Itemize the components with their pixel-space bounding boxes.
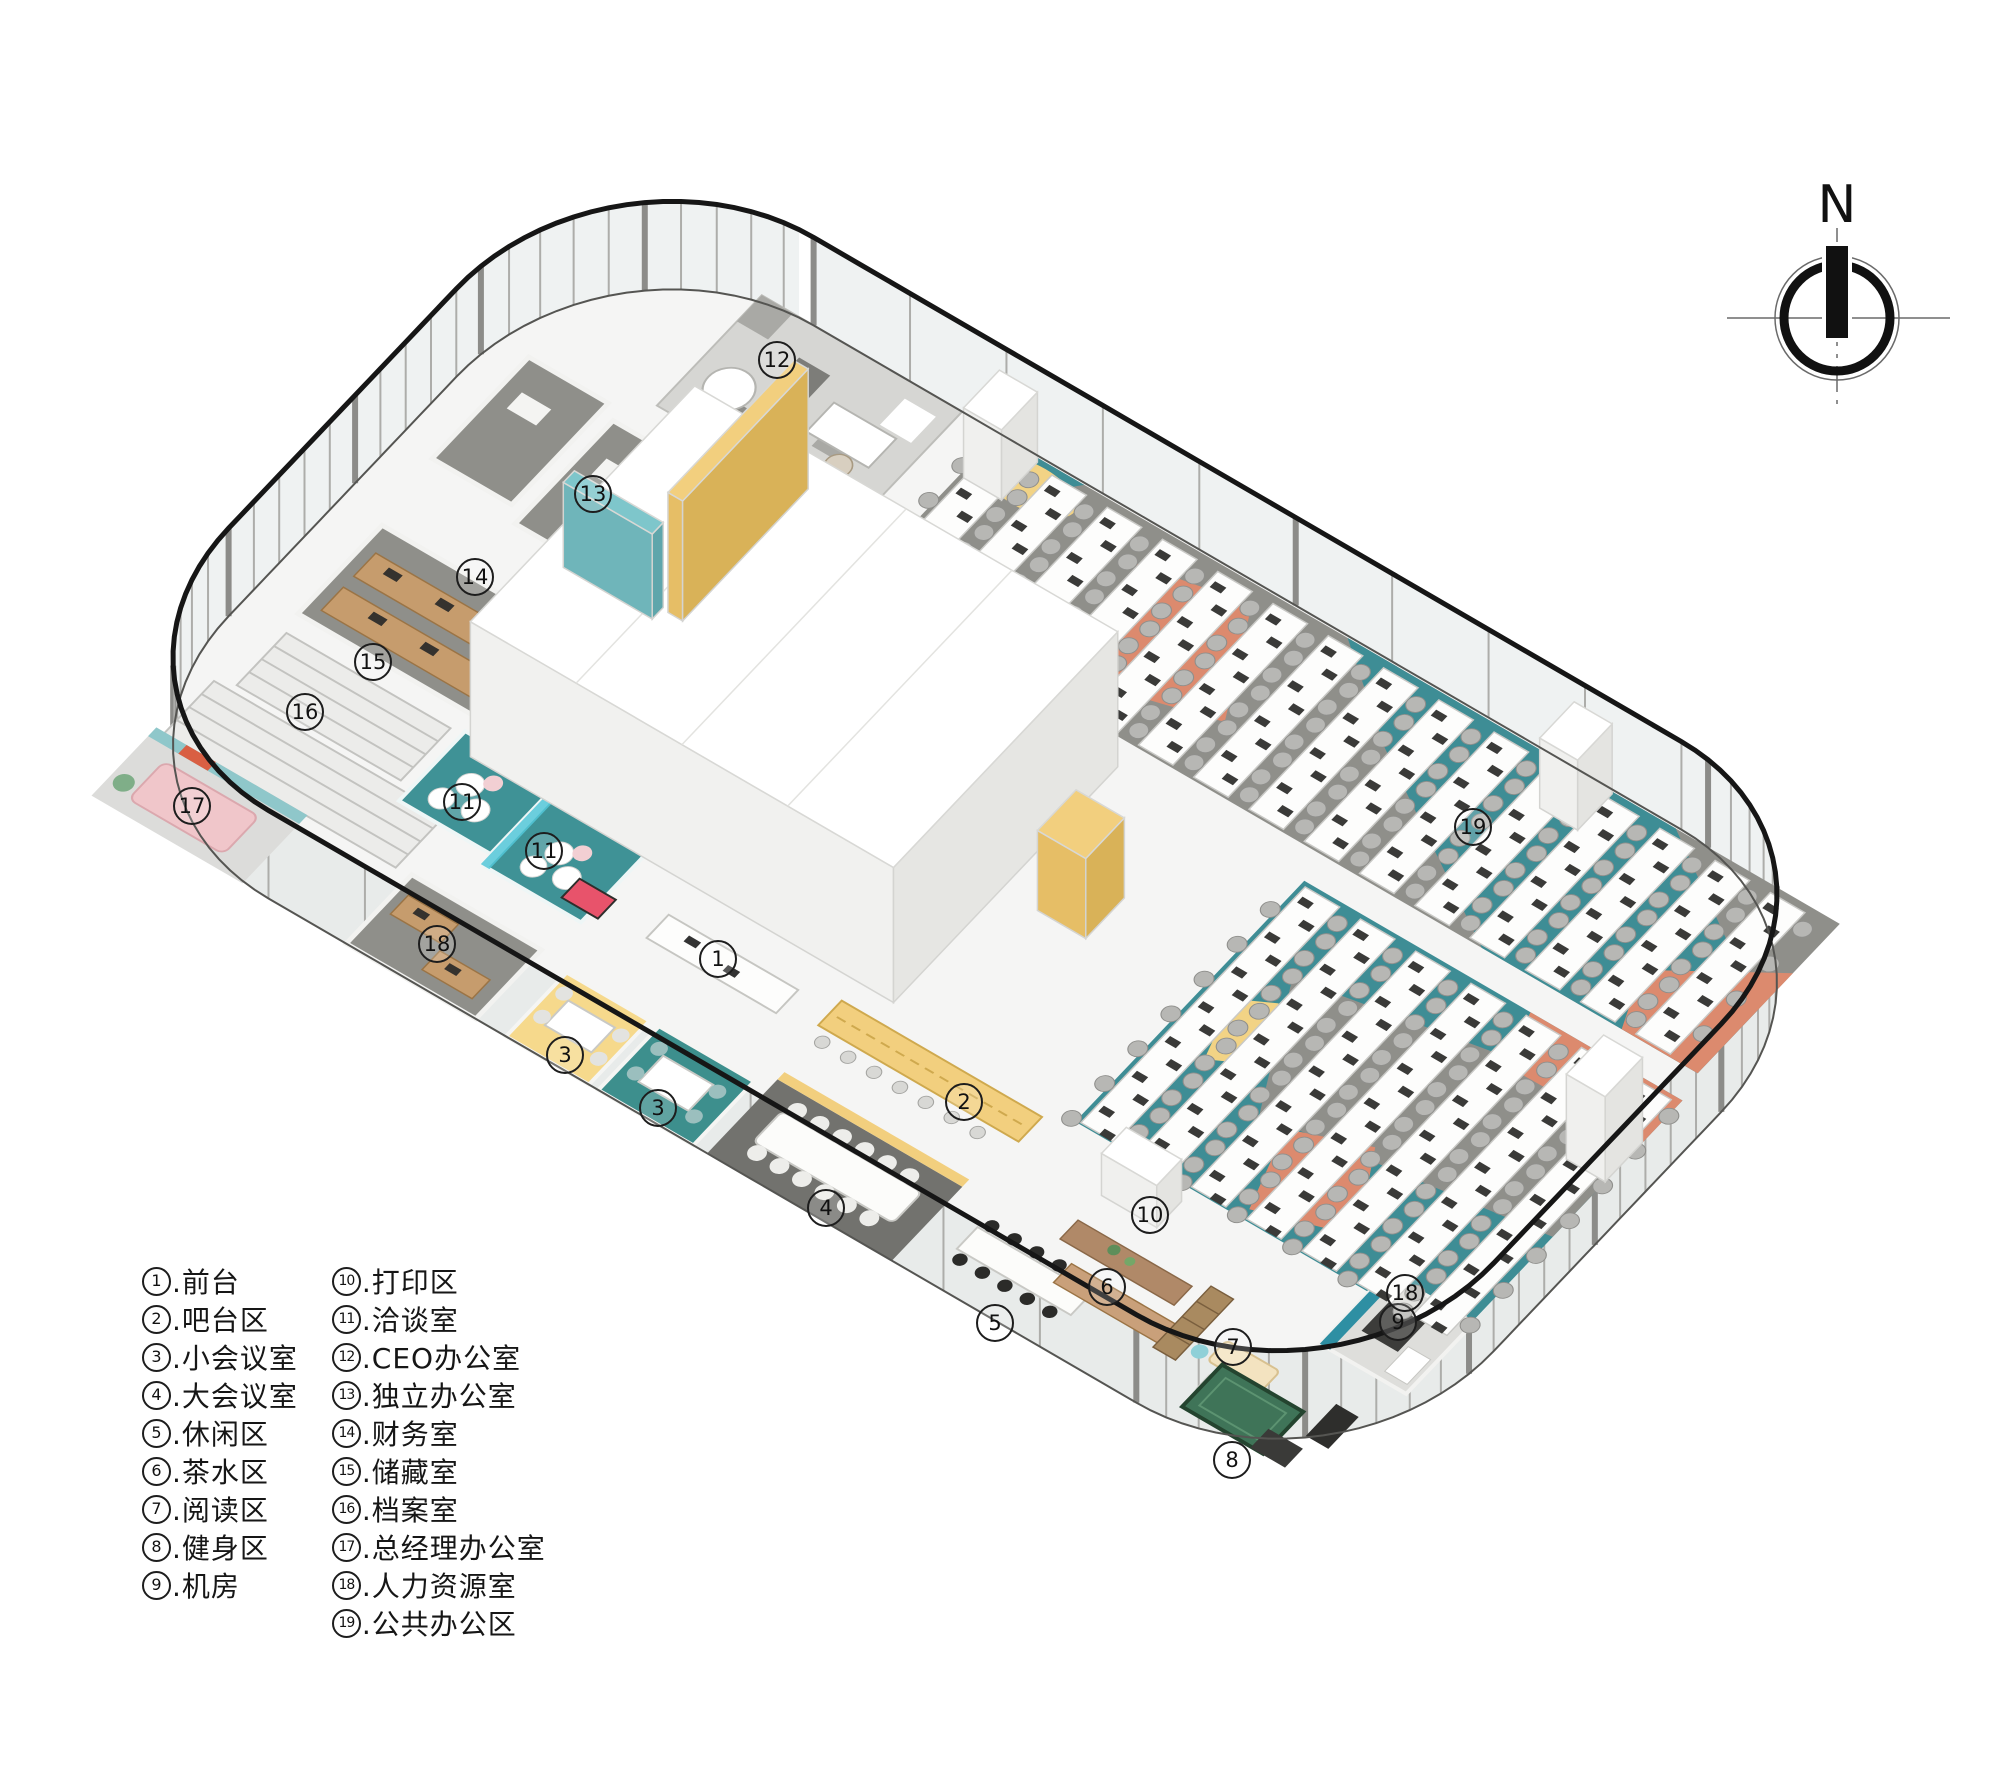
legend-label: .人力资源室	[361, 1570, 517, 1603]
legend-item-8: 8.健身区	[142, 1528, 298, 1566]
legend-label: .吧台区	[172, 1304, 269, 1337]
legend-circled-number: 9	[142, 1570, 171, 1600]
plan-marker-12: 12	[758, 341, 796, 379]
legend-label: .财务室	[361, 1418, 459, 1451]
legend-label: .健身区	[172, 1532, 269, 1565]
legend-circled-number: 16	[331, 1494, 361, 1524]
perimeter-outline	[170, 198, 1780, 1440]
legend-item-7: 7.阅读区	[142, 1490, 298, 1528]
legend-label: .茶水区	[172, 1456, 269, 1489]
plan-marker-18: 18	[1386, 1274, 1424, 1312]
plan-marker-19: 19	[1454, 808, 1492, 846]
legend-item-18: 18.人力资源室	[331, 1566, 546, 1604]
legend-label: .机房	[172, 1570, 240, 1603]
legend-circled-number: 5	[142, 1418, 171, 1448]
plan-marker-1: 1	[699, 940, 737, 978]
legend-item-10: 10.打印区	[331, 1262, 546, 1300]
plan-marker-3: 3	[546, 1036, 584, 1074]
legend-circled-number: 15	[331, 1456, 361, 1486]
plan-marker-17: 17	[173, 787, 211, 825]
legend-circled-number: 18	[331, 1570, 361, 1600]
legend-item-4: 4.大会议室	[142, 1376, 298, 1414]
legend-item-9: 9.机房	[142, 1566, 298, 1604]
legend-circled-number: 8	[142, 1532, 171, 1562]
legend-item-14: 14.财务室	[331, 1414, 546, 1452]
legend-label: .小会议室	[172, 1342, 298, 1375]
plan-marker-11: 11	[525, 832, 563, 870]
legend-label: .储藏室	[361, 1456, 459, 1489]
room-storage	[235, 631, 453, 782]
plan-marker-2: 2	[945, 1083, 983, 1121]
legend-item-11: 11.洽谈室	[331, 1300, 546, 1338]
plan-marker-10: 10	[1131, 1196, 1169, 1234]
plan-marker-3: 3	[639, 1089, 677, 1127]
legend-label: .前台	[172, 1266, 240, 1299]
legend-item-12: 12.CEO办公室	[331, 1338, 546, 1376]
legend-item-15: 15.储藏室	[331, 1452, 546, 1490]
core-and-cabinets	[469, 359, 1644, 1230]
legend-circled-number: 14	[331, 1418, 361, 1448]
plan-marker-16: 16	[286, 693, 324, 731]
plan-marker-8: 8	[1213, 1441, 1251, 1479]
compass-n-label: N	[1818, 175, 1857, 235]
legend-label: .CEO办公室	[361, 1342, 522, 1375]
legend-item-6: 6.茶水区	[142, 1452, 298, 1490]
legend-item-19: 19.公共办公区	[331, 1604, 546, 1642]
plan-marker-4: 4	[807, 1189, 845, 1227]
legend-item-16: 16.档案室	[331, 1490, 546, 1528]
legend-label: .休闲区	[172, 1418, 269, 1451]
room-archive	[162, 679, 447, 869]
legend-circled-number: 6	[142, 1456, 171, 1486]
legend-label: .独立办公室	[361, 1380, 517, 1413]
legend-circled-number: 13	[331, 1380, 361, 1410]
plan-marker-11: 11	[443, 783, 481, 821]
plan-marker-6: 6	[1088, 1268, 1126, 1306]
legend-circled-number: 2	[142, 1304, 171, 1334]
legend-circled-number: 19	[331, 1608, 361, 1638]
plan-marker-18: 18	[418, 925, 456, 963]
legend-circled-number: 4	[142, 1380, 171, 1410]
legend-circled-number: 3	[142, 1342, 171, 1372]
legend-item-3: 3.小会议室	[142, 1338, 298, 1376]
legend-label: .档案室	[361, 1494, 459, 1527]
plan-marker-13: 13	[574, 475, 612, 513]
legend-item-1: 1.前台	[142, 1262, 298, 1300]
legend-circled-number: 12	[331, 1342, 361, 1372]
legend-label: .阅读区	[172, 1494, 269, 1527]
plan-marker-15: 15	[354, 643, 392, 681]
legend-item-2: 2.吧台区	[142, 1300, 298, 1338]
room-large-meeting	[707, 1072, 970, 1261]
legend-item-17: 17.总经理办公室	[331, 1528, 546, 1566]
north-compass: N	[1727, 175, 1950, 412]
legend-label: .公共办公区	[361, 1608, 517, 1641]
legend-circled-number: 1	[142, 1266, 171, 1296]
plan-marker-7: 7	[1214, 1328, 1252, 1366]
legend-item-13: 13.独立办公室	[331, 1376, 546, 1414]
plan-marker-5: 5	[976, 1304, 1014, 1342]
legend-label: .总经理办公室	[361, 1532, 546, 1565]
legend-circled-number: 10	[331, 1266, 361, 1296]
legend-label: .洽谈室	[361, 1304, 459, 1337]
legend-label: .打印区	[361, 1266, 459, 1299]
legend-label: .大会议室	[172, 1380, 298, 1413]
plan-marker-14: 14	[456, 558, 494, 596]
legend-circled-number: 7	[142, 1494, 171, 1524]
legend-item-5: 5.休闲区	[142, 1414, 298, 1452]
legend-circled-number: 17	[331, 1532, 361, 1562]
legend-circled-number: 11	[331, 1304, 361, 1334]
